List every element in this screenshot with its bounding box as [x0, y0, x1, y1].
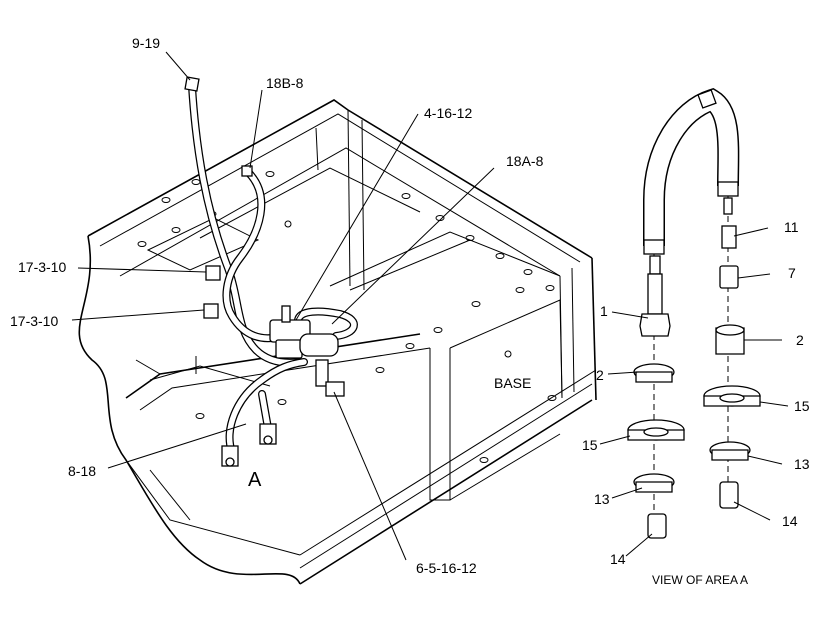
detail-callout-14-right: 14: [782, 513, 798, 529]
callout-18a-8: 18A-8: [506, 153, 544, 169]
valve-assembly: [184, 76, 345, 467]
callout-17-3-10-lower: 17-3-10: [10, 313, 58, 329]
detail-callout-1: 1: [600, 303, 608, 319]
detail-view-title: VIEW OF AREA A: [652, 573, 748, 587]
callout-17-3-10-upper: 17-3-10: [18, 259, 66, 275]
detail-callout-13-left: 13: [594, 491, 610, 507]
detail-callout-13-right: 13: [794, 456, 810, 472]
detail-view-area-a: [599, 88, 789, 557]
detail-callout-7: 7: [788, 265, 796, 281]
callout-9-19: 9-19: [132, 35, 160, 51]
hose-assembly: [188, 82, 358, 456]
area-a-label: A: [248, 469, 262, 491]
detail-callout-2-left: 2: [596, 367, 604, 383]
callout-8-18: 8-18: [68, 463, 96, 479]
callout-6-5-16-12: 6-5-16-12: [416, 560, 477, 576]
detail-callout-2-right: 2: [796, 332, 804, 348]
detail-callout-15-right: 15: [794, 398, 810, 414]
callout-4-16-12: 4-16-12: [424, 105, 472, 121]
base-label: BASE: [494, 375, 531, 391]
base-frame: [78, 99, 597, 585]
leader-lines: [71, 51, 495, 561]
detail-callout-14-left: 14: [610, 551, 626, 567]
detail-callout-11: 11: [784, 219, 799, 235]
callout-18b-8: 18B-8: [266, 75, 304, 91]
detail-callout-15-left: 15: [582, 437, 598, 453]
